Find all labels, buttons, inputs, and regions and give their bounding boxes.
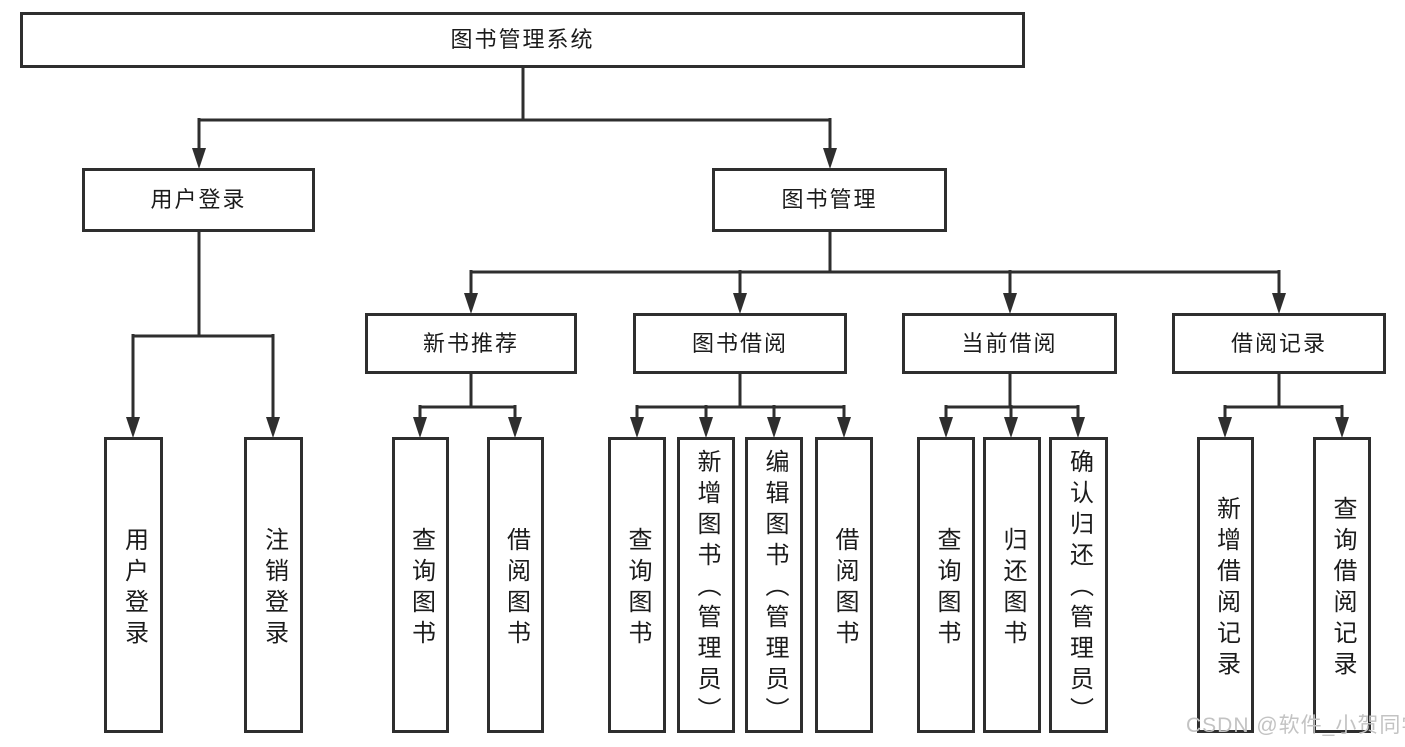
node-label: 确认归还（管理员） bbox=[1065, 449, 1093, 728]
node-label: 借阅图书 bbox=[831, 526, 858, 651]
node-label: 当前借阅 bbox=[961, 330, 1058, 356]
node-return-books: 归还图书 bbox=[983, 437, 1041, 733]
node-label: 归还图书 bbox=[999, 526, 1026, 651]
node-label: 查询图书 bbox=[624, 526, 651, 651]
arrowhead-icons bbox=[126, 148, 1349, 438]
node-edit-books-admin: 编辑图书（管理员） bbox=[745, 437, 803, 733]
node-user-login-action: 用户登录 bbox=[104, 437, 163, 733]
node-user-login: 用户登录 bbox=[82, 168, 315, 232]
node-borrowing-records: 借阅记录 bbox=[1172, 313, 1386, 374]
node-label: 注销登录 bbox=[260, 526, 288, 651]
node-label: 图书借阅 bbox=[691, 330, 788, 356]
node-label: 新增借阅记录 bbox=[1212, 495, 1240, 682]
node-new-book-recommendation: 新书推荐 bbox=[365, 313, 577, 374]
tree-edges bbox=[131, 66, 1344, 421]
node-label: 用户登录 bbox=[120, 526, 148, 651]
watermark-text: CSDN @软件_小贺同学 bbox=[1186, 714, 1405, 737]
node-library-management-system: 图书管理系统 bbox=[20, 12, 1025, 68]
node-query-books-current: 查询图书 bbox=[917, 437, 975, 733]
node-book-management: 图书管理 bbox=[712, 168, 947, 232]
node-label: 图书管理系统 bbox=[450, 27, 595, 52]
node-label: 编辑图书（管理员） bbox=[761, 449, 788, 728]
node-label: 新增图书（管理员） bbox=[693, 449, 720, 728]
node-current-borrowing: 当前借阅 bbox=[902, 313, 1117, 374]
node-add-borrow-record: 新增借阅记录 bbox=[1197, 437, 1254, 733]
node-label: 查询图书 bbox=[407, 526, 435, 651]
node-label: 用户登录 bbox=[150, 187, 247, 212]
node-book-borrowing: 图书借阅 bbox=[633, 313, 847, 374]
node-confirm-return-admin: 确认归还（管理员） bbox=[1049, 437, 1108, 733]
node-logout-action: 注销登录 bbox=[244, 437, 303, 733]
node-label: 借阅记录 bbox=[1230, 330, 1327, 356]
node-add-books-admin: 新增图书（管理员） bbox=[677, 437, 735, 733]
node-borrow-books-recommend: 借阅图书 bbox=[487, 437, 544, 733]
node-query-books-recommend: 查询图书 bbox=[392, 437, 449, 733]
node-label: 查询图书 bbox=[933, 526, 960, 651]
node-label: 新书推荐 bbox=[422, 330, 519, 356]
node-borrow-books-borrowing: 借阅图书 bbox=[815, 437, 873, 733]
node-query-borrow-record: 查询借阅记录 bbox=[1313, 437, 1371, 733]
node-label: 图书管理 bbox=[781, 187, 878, 212]
node-query-books-borrowing: 查询图书 bbox=[608, 437, 666, 733]
node-label: 借阅图书 bbox=[502, 526, 530, 651]
node-label: 查询借阅记录 bbox=[1329, 495, 1356, 682]
